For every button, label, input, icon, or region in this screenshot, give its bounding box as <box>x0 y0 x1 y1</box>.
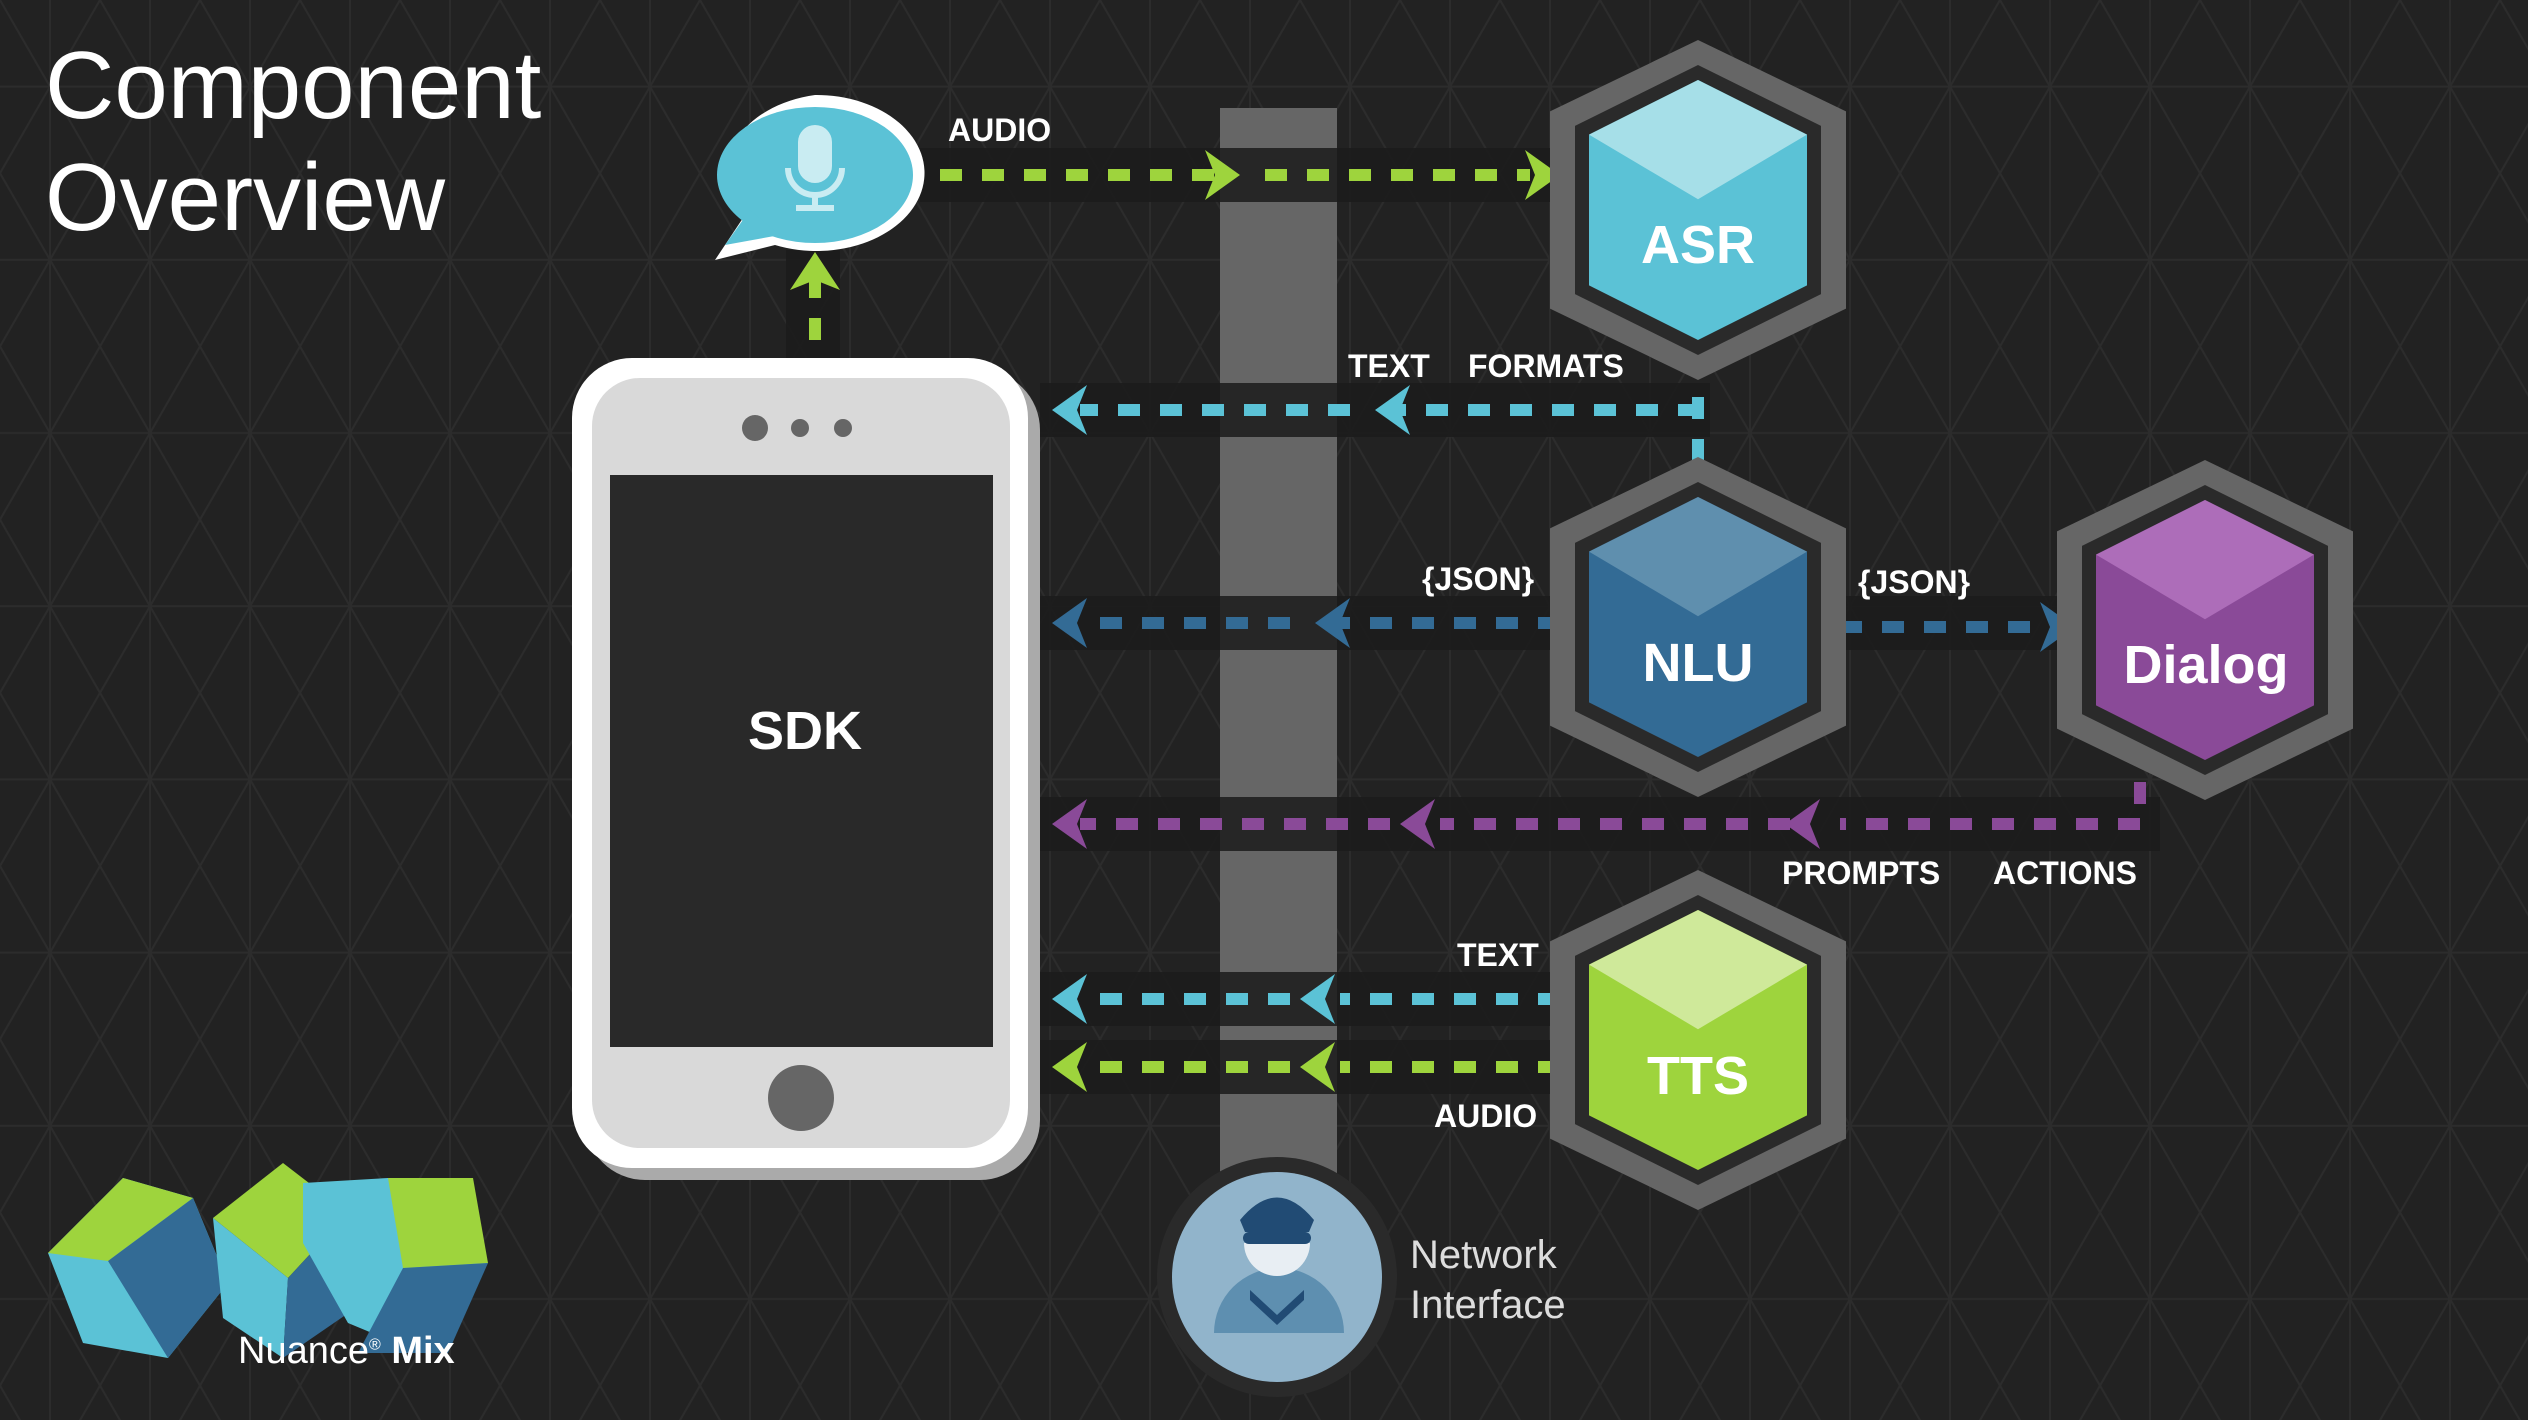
dialog-label: Dialog <box>2123 635 2289 695</box>
brand-label: Nuance® Mix <box>238 1330 455 1373</box>
microphone-bubble <box>715 94 925 261</box>
tts-cube-top <box>1589 910 1807 1030</box>
dialog-prompts-label: PROMPTS <box>1782 855 1941 891</box>
dialog-actions-label: ACTIONS <box>1993 855 2137 891</box>
tts-node <box>1550 870 1846 1210</box>
title-line-1: Component <box>45 32 542 139</box>
brand-registered: ® <box>368 1336 381 1354</box>
phone-home-button <box>768 1065 834 1131</box>
asr-formats-label: FORMATS <box>1468 348 1624 384</box>
network-line-1: Network <box>1410 1233 1557 1277</box>
tts-label: TTS <box>1647 1046 1749 1106</box>
sdk-label: SDK <box>747 701 862 761</box>
dialog-node <box>2057 460 2353 800</box>
brand-product: Mix <box>391 1330 455 1372</box>
nlu-json-left-label: {JSON} <box>1422 561 1535 597</box>
arrowheads <box>790 150 2075 1092</box>
tts-audio-label: AUDIO <box>1434 1098 1538 1134</box>
nlu-json-right-label: {JSON} <box>1858 564 1971 600</box>
nlu-node <box>1550 457 1846 797</box>
title-line-2: Overview <box>45 144 446 251</box>
network-interface <box>1157 1157 1397 1397</box>
officer-icon <box>1214 1197 1344 1333</box>
network-interface-label: Network Interface <box>1410 1230 1566 1330</box>
phone-screen <box>610 475 993 1047</box>
nlu-label: NLU <box>1642 633 1754 693</box>
phone-camera <box>742 415 768 441</box>
network-line-2: Interface <box>1410 1283 1566 1327</box>
phone <box>572 358 1040 1180</box>
microphone-icon <box>785 125 845 211</box>
asr-label: ASR <box>1640 215 1755 275</box>
page-title: Component Overview <box>45 30 541 254</box>
nuance-mix-logo <box>48 1163 488 1358</box>
tts-text-label: TEXT <box>1457 937 1539 973</box>
mic-audio-label: AUDIO <box>948 112 1052 148</box>
asr-cube-top <box>1589 80 1807 200</box>
nlu-cube-top <box>1589 497 1807 617</box>
asr-node <box>1550 40 1846 380</box>
brand-name: Nuance <box>238 1330 369 1372</box>
asr-text-label: TEXT <box>1348 348 1430 384</box>
dialog-cube-top <box>2096 500 2314 620</box>
